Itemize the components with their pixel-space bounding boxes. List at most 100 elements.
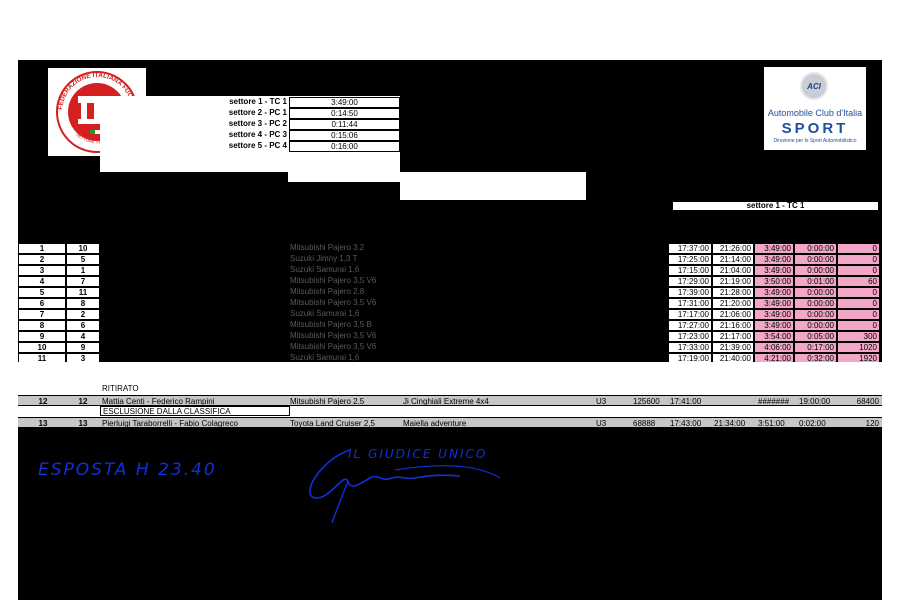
number-cell: 10 [66, 243, 100, 254]
car-cell: Suzuki Samurai 1,6 [290, 353, 360, 362]
number-cell: 4 [66, 331, 100, 342]
pos-cell: 4 [18, 276, 66, 287]
pos-cell: 6 [18, 298, 66, 309]
time-cell: 3:49:00 [754, 287, 794, 298]
delay-cell: 0:00:00 [794, 298, 837, 309]
number-cell: 5 [66, 254, 100, 265]
end-cell: 21:19:00 [712, 276, 754, 287]
delay-cell: 0:00:00 [794, 320, 837, 331]
pos-cell: 7 [18, 309, 66, 320]
sector-label: settore 3 - PC 2 [228, 119, 287, 128]
pos-cell: 2 [18, 254, 66, 265]
time-cell: 3:49:00 [754, 265, 794, 276]
posted-time-note: ESPOSTA H 23.40 [38, 460, 217, 480]
penalty-cell: 0 [837, 243, 880, 254]
time-cell: ####### [758, 397, 790, 406]
end-cell: 21:34:00 [714, 419, 746, 428]
start-cell: 17:31:00 [668, 298, 712, 309]
class-cell: U3 [596, 397, 607, 406]
penalty-cell: 0 [837, 287, 880, 298]
number-cell: 1 [66, 265, 100, 276]
penalty-cell: 68400 [856, 397, 879, 406]
aci-emblem-icon: ACI [800, 72, 828, 100]
car-cell: Mitsubishi Pajero 2.5 [290, 397, 365, 406]
class-cell: U3 [596, 419, 607, 428]
start-cell: 17:33:00 [668, 342, 712, 353]
licence-cell: 68888 [633, 419, 656, 428]
penalty-cell: 60 [837, 276, 880, 287]
car-cell: Mitsubishi Pajero 3,5 B [290, 320, 372, 329]
judge-note: IL GIUDICE UNICO [348, 447, 487, 461]
delay-cell: 0:00:00 [794, 243, 837, 254]
number-cell: 2 [66, 309, 100, 320]
exclusion-cell: ESCLUSIONE DALLA CLASSIFICA [100, 406, 290, 416]
car-cell: Mitsubishi Pajero 3.2 [290, 243, 365, 252]
end-cell: 21:17:00 [712, 331, 754, 342]
pos-cell: 5 [18, 287, 66, 298]
sector-label: settore 2 - PC 1 [228, 108, 287, 117]
sector-time: 3:49:00 [289, 97, 400, 108]
penalty-cell: 300 [837, 331, 880, 342]
esclusione-label: ESCLUSIONE DALLA CLASSIFICA [103, 407, 231, 416]
end-cell: 21:39:00 [712, 342, 754, 353]
aci-logo: ACI Automobile Club d'Italia SPORT Direz… [764, 67, 866, 150]
retired-row: 12 12 Mattia Centi - Federico Rampini Mi… [18, 395, 882, 406]
start-cell: 17:23:00 [668, 331, 712, 342]
car-cell: Mitsubishi Pajero 3,5 V6 [290, 342, 377, 351]
end-cell: 21:26:00 [712, 243, 754, 254]
pos-cell: 13 [38, 419, 48, 428]
licence-cell: 125600 [633, 397, 660, 406]
blank-cell [400, 172, 586, 200]
excluded-row: 13 13 Pierluigi Taraborrelli - Fabio Col… [18, 417, 882, 428]
time-cell: 3:50:00 [754, 276, 794, 287]
number-cell: 12 [78, 397, 88, 406]
penalty-cell: 120 [865, 419, 879, 428]
sector-label: settore 5 - PC 4 [228, 141, 287, 150]
car-cell: Mitsubishi Pajero 3,5 V6 [290, 331, 377, 340]
delay-cell: 0:00:00 [794, 265, 837, 276]
sector-times: settore 1 - TC 1 3:49:00 settore 2 - PC … [100, 96, 400, 172]
crew-cell: Pierluigi Taraborrelli - Fabio Colagreco [102, 419, 238, 428]
car-cell: Mitsubishi Pajero 3,5 V6 [290, 298, 377, 307]
start-cell: 17:25:00 [668, 254, 712, 265]
start-cell: 17:41:00 [670, 397, 702, 406]
judge-signature [309, 449, 461, 499]
car-cell: Suzuki Jimny 1,3 T [290, 254, 358, 263]
start-cell: 17:29:00 [668, 276, 712, 287]
car-cell: Mitsubishi Pajero 2,8 [290, 287, 365, 296]
end-cell: 21:20:00 [712, 298, 754, 309]
penalty-cell: 0 [837, 298, 880, 309]
end-cell: 21:04:00 [712, 265, 754, 276]
signature-flourish [394, 465, 501, 479]
pos-cell: 1 [18, 243, 66, 254]
time-cell: 3:49:00 [754, 320, 794, 331]
end-cell: 21:16:00 [712, 320, 754, 331]
delay-cell: 0:00:00 [794, 254, 837, 265]
start-cell: 17:37:00 [668, 243, 712, 254]
sector-label: settore 1 - TC 1 [229, 97, 287, 106]
time-cell: 3:49:00 [754, 243, 794, 254]
aci-direction: Direzione per lo Sport Automobilistico [773, 138, 857, 144]
sector-row: settore 1 - TC 1 3:49:00 [100, 97, 400, 108]
sector-column-header: settore 1 - TC 1 [672, 201, 879, 211]
time-cell: 3:49:00 [754, 254, 794, 265]
start-cell: 17:39:00 [668, 287, 712, 298]
delay-cell: 0:02:00 [799, 419, 826, 428]
time-cell: 3:49:00 [754, 298, 794, 309]
time-cell: 4:06:00 [754, 342, 794, 353]
penalty-cell: 1020 [837, 342, 880, 353]
sector-row: settore 4 - PC 3 0:15:06 [100, 130, 400, 141]
aci-sport: SPORT [781, 120, 849, 137]
aci-name: Automobile Club d'Italia [767, 108, 863, 118]
delay-cell: 0:00:00 [794, 309, 837, 320]
penalty-cell: 0 [837, 320, 880, 331]
